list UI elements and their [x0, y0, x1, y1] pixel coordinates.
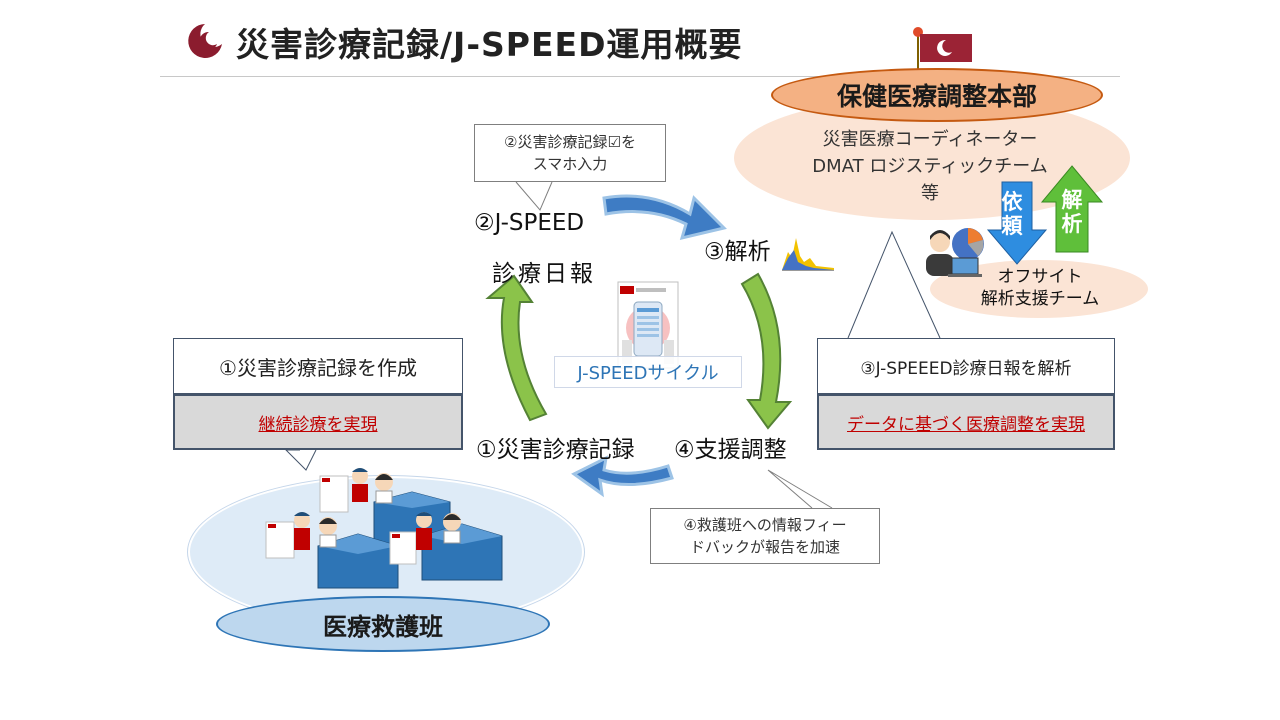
- title-bar: [160, 10, 1120, 77]
- cycle-step1: ①災害診療記録: [476, 437, 635, 463]
- step3-body-text: データに基づく医療調整を実現: [847, 414, 1085, 435]
- step1-header: ①災害診療記録を作成: [173, 338, 463, 394]
- callout-feedback-line2: ドバックが報告を加速: [689, 538, 840, 556]
- smartphone-app-icon: [617, 281, 679, 369]
- step1-body: 継続診療を実現: [173, 394, 463, 450]
- hq-member-dmat: DMAT ロジスティックチーム: [812, 156, 1048, 177]
- team-title: 医療救護班: [216, 596, 550, 652]
- cycle-step2-title: ②J-SPEED: [474, 210, 585, 236]
- callout-input-line2: スマホ入力: [532, 155, 608, 173]
- callout-feedback-line1: ④救護班への情報フィー: [683, 516, 847, 534]
- analysis-arrow-icon: [1040, 165, 1104, 253]
- callout-feedback: ④救護班への情報フィー ドバックが報告を加速: [650, 508, 880, 564]
- offsite-line1: オフサイト: [997, 267, 1083, 287]
- request-label: 依頼: [1000, 190, 1024, 238]
- medical-team-tents-icon: [265, 468, 503, 589]
- hq-members: 災害医療コーディネーター DMAT ロジスティックチーム 等: [780, 126, 1080, 207]
- operator-icon: [926, 228, 984, 277]
- step1-body-text: 継続診療を実現: [258, 414, 378, 435]
- hq-member-coordinator: 災害医療コーディネーター: [822, 129, 1038, 150]
- offsite-line2: 解析支援チーム: [980, 289, 1100, 309]
- cycle-step4: ④支援調整: [674, 437, 787, 463]
- cycle-step2-subtitle: 診療日報: [492, 261, 596, 287]
- analysis-label: 解析: [1060, 188, 1084, 236]
- offsite-label: オフサイト 解析支援チーム: [930, 266, 1150, 310]
- cycle-step3: ③解析: [704, 239, 771, 265]
- analysis-label-text: 解析: [1061, 188, 1083, 236]
- callout-smartphone-input: ②災害診療記録☑を スマホ入力: [474, 124, 666, 182]
- cycle-arrow-left: [485, 274, 548, 422]
- hq-member-etc: 等: [921, 183, 939, 204]
- request-arrow-icon: [986, 181, 1048, 265]
- analysis-chart-icon: [782, 238, 834, 271]
- request-label-text: 依頼: [1001, 190, 1023, 238]
- page-title: 災害診療記録/J-SPEED運用概要: [236, 25, 743, 64]
- step3-body: データに基づく医療調整を実現: [817, 394, 1115, 450]
- hq-title: 保健医療調整本部: [771, 68, 1103, 122]
- flag-icon: [913, 27, 972, 92]
- rescuer-icon: [352, 468, 368, 502]
- cycle-center-label: J-SPEEDサイクル: [554, 356, 742, 388]
- cycle-arrow-top: [602, 194, 727, 241]
- cycle-arrow-bottom: [571, 455, 674, 498]
- cycle-arrow-right: [740, 272, 793, 430]
- callout-input-line1: ②災害診療記録☑を: [504, 133, 636, 151]
- step3-header: ③J-SPEEED診療日報を解析: [817, 338, 1115, 394]
- logo-icon: [188, 24, 222, 58]
